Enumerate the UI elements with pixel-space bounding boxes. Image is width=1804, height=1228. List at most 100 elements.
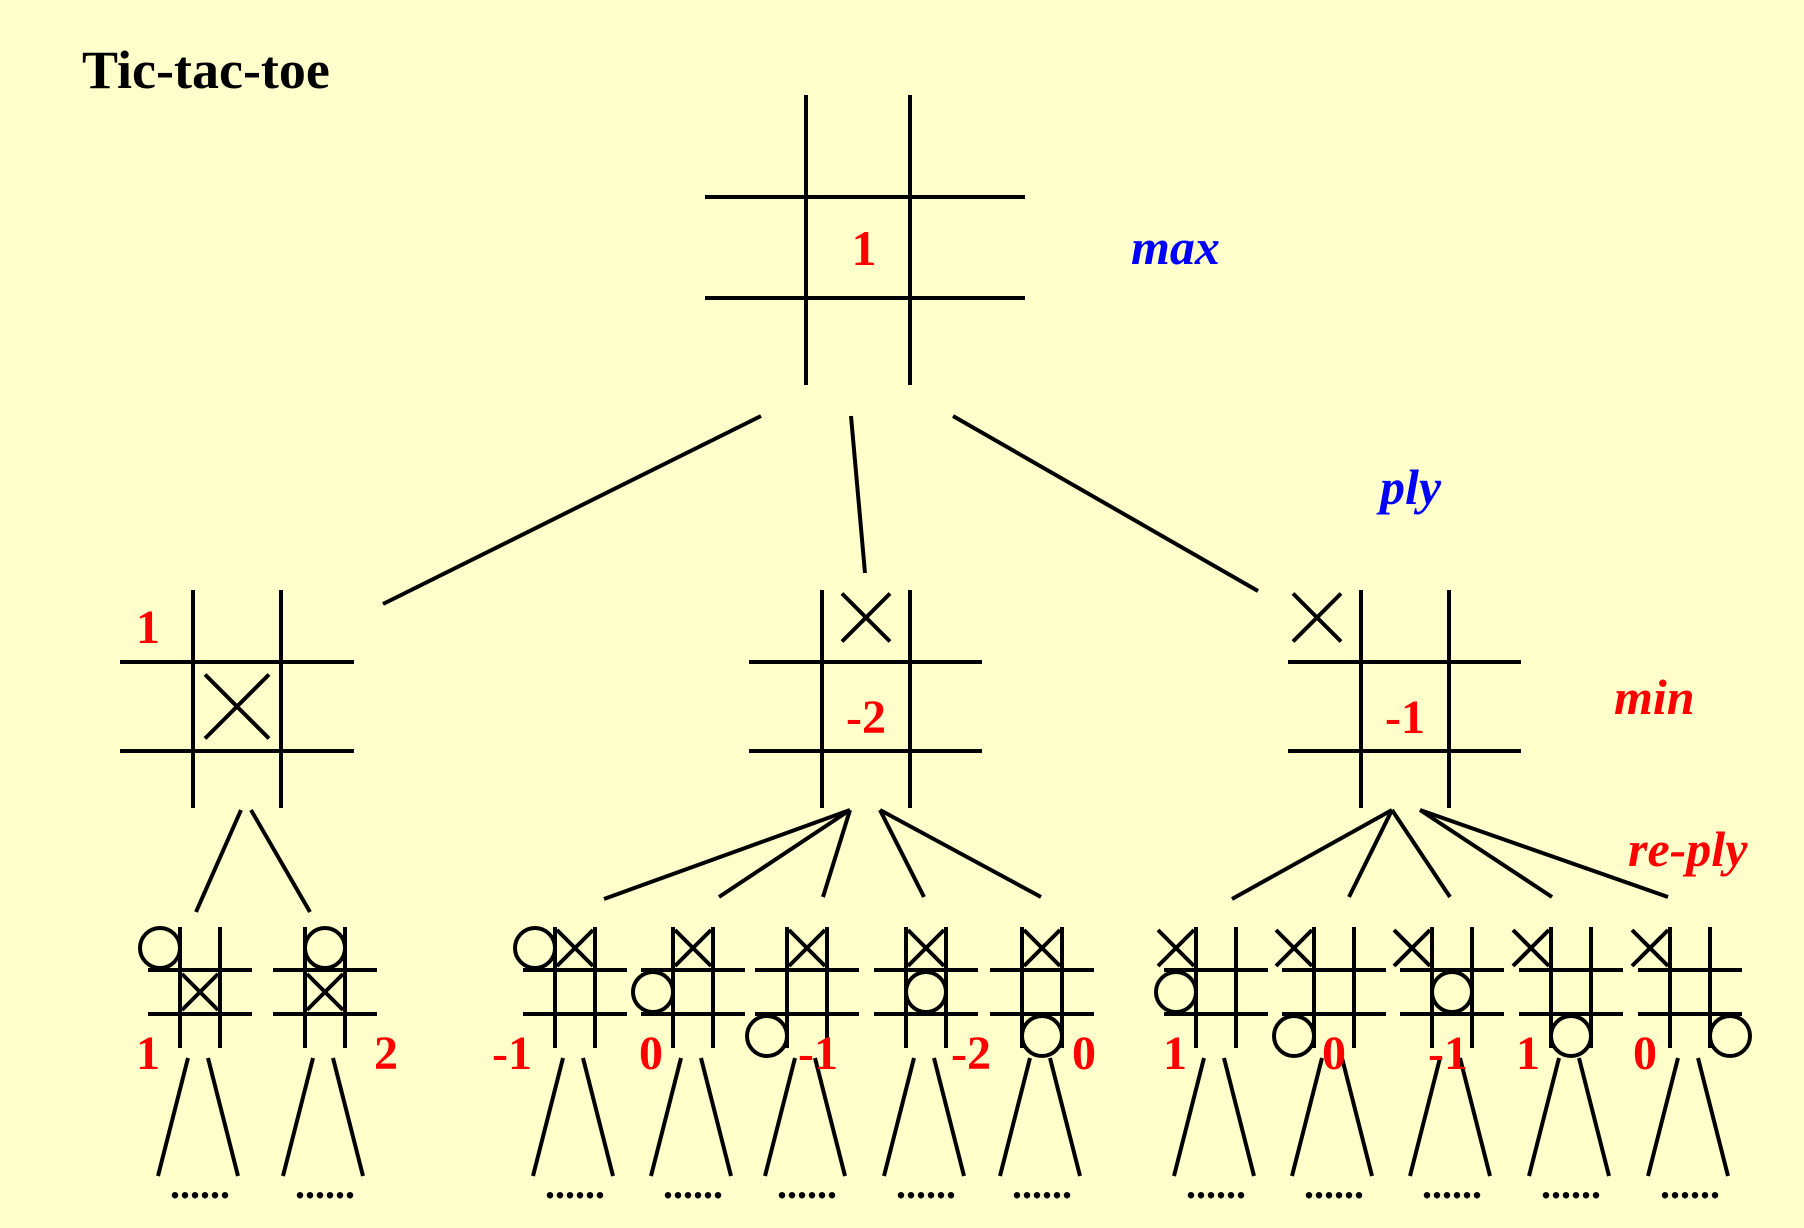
score-label: 1: [1516, 1027, 1540, 1080]
tree-edge: [1222, 1057, 1256, 1177]
reply-board: 2......: [273, 926, 398, 1207]
x-stroke: [203, 673, 271, 740]
x-mark: [787, 928, 827, 968]
tree-edge: [382, 414, 762, 606]
level-label-max: max: [1131, 219, 1220, 275]
o-mark: [1549, 1014, 1593, 1058]
score-label: 1: [136, 1027, 160, 1080]
continuation-dots: ......: [896, 1162, 956, 1207]
tree-edges: [156, 414, 1730, 1177]
tree-edge: [849, 415, 867, 574]
reply-board: 1......: [1511, 927, 1623, 1207]
o-mark: [1708, 1014, 1752, 1058]
reply-board: 1......: [1154, 927, 1268, 1207]
score-label: -1: [1385, 691, 1425, 744]
tree-edge: [879, 808, 1042, 899]
o-mark: [631, 970, 675, 1014]
o-mark: [1272, 1014, 1316, 1058]
score-label: 1: [136, 601, 160, 654]
tree-edge: [1458, 1057, 1492, 1177]
x-mark: [1392, 928, 1432, 968]
level-label-reply: re-ply: [1628, 821, 1748, 877]
ply-board: -2: [749, 590, 982, 808]
tree-edge: [998, 1057, 1032, 1177]
x-stroke: [840, 592, 892, 643]
x-stroke: [1630, 928, 1670, 968]
ply-board: -1: [1288, 590, 1521, 808]
score-label: -1: [492, 1027, 532, 1080]
tree-edge: [531, 1057, 565, 1177]
ply-board: 1: [120, 590, 354, 808]
continuation-dots: ......: [170, 1162, 230, 1207]
reply-board: 0......: [990, 927, 1096, 1207]
level-label-ply: ply: [1376, 459, 1442, 515]
score-label: 1: [1163, 1027, 1187, 1080]
o-mark: [745, 1014, 789, 1058]
tree-edge: [1577, 1057, 1611, 1177]
o-mark: [138, 926, 182, 970]
tree-edge: [821, 809, 852, 898]
x-stroke: [673, 928, 713, 968]
reply-board: 1......: [136, 926, 252, 1207]
level-labels: max ply min re-ply: [1131, 219, 1748, 877]
tree-edge: [1646, 1057, 1680, 1177]
o-mark: [1020, 1014, 1064, 1058]
tree-edge: [882, 1057, 916, 1177]
tree-edge: [281, 1057, 315, 1177]
x-stroke: [305, 972, 345, 1012]
x-stroke: [787, 928, 827, 968]
tree-edge: [813, 1057, 847, 1177]
tree-edge: [717, 808, 852, 899]
x-stroke: [555, 928, 595, 968]
tree-edge: [194, 809, 243, 913]
tree-edge: [249, 808, 312, 914]
continuation-dots: ......: [1304, 1162, 1364, 1207]
score-label: 0: [1072, 1027, 1096, 1080]
tree-edge: [1390, 808, 1452, 899]
x-mark: [1511, 928, 1551, 968]
x-mark: [906, 928, 946, 968]
continuation-dots: ......: [545, 1162, 605, 1207]
level-label-min: min: [1614, 669, 1695, 725]
continuation-dots: ......: [1186, 1162, 1246, 1207]
x-stroke: [1511, 928, 1551, 968]
tree-edge: [206, 1057, 240, 1177]
reply-board: -1......: [745, 927, 859, 1207]
tree-edge: [1172, 1057, 1206, 1177]
tree-edge: [1340, 1057, 1374, 1177]
x-stroke: [1022, 928, 1062, 968]
x-mark: [1156, 928, 1196, 968]
score-label: 1: [852, 220, 877, 276]
x-mark: [1291, 592, 1343, 643]
x-mark: [180, 972, 220, 1012]
x-mark: [203, 673, 271, 740]
root-board: 1: [705, 95, 1025, 385]
reply-board: 0......: [631, 927, 745, 1207]
score-label: 0: [1633, 1027, 1657, 1080]
reply-board: -1......: [492, 926, 627, 1207]
tree-edge: [932, 1057, 966, 1177]
tree-edge: [649, 1057, 683, 1177]
continuation-dots: ......: [1422, 1162, 1482, 1207]
x-stroke: [1156, 928, 1196, 968]
continuation-dots: ......: [1541, 1162, 1601, 1207]
tree-edge: [1408, 1057, 1442, 1177]
o-mark: [303, 926, 347, 970]
x-stroke: [1274, 928, 1314, 968]
x-mark: [1022, 928, 1062, 968]
x-mark: [1274, 928, 1314, 968]
tree-edge: [699, 1057, 733, 1177]
reply-board: -2......: [874, 927, 991, 1207]
score-label: -2: [951, 1027, 991, 1080]
x-stroke: [1392, 928, 1432, 968]
reply-board: 0......: [1272, 927, 1386, 1207]
tree-edge: [603, 808, 851, 901]
x-mark: [1630, 928, 1670, 968]
continuation-dots: ......: [295, 1162, 355, 1207]
o-mark: [1430, 970, 1474, 1014]
score-label: 0: [1322, 1027, 1346, 1080]
continuation-dots: ......: [1012, 1162, 1072, 1207]
tree-edge: [1418, 808, 1554, 899]
x-stroke: [1291, 592, 1343, 643]
